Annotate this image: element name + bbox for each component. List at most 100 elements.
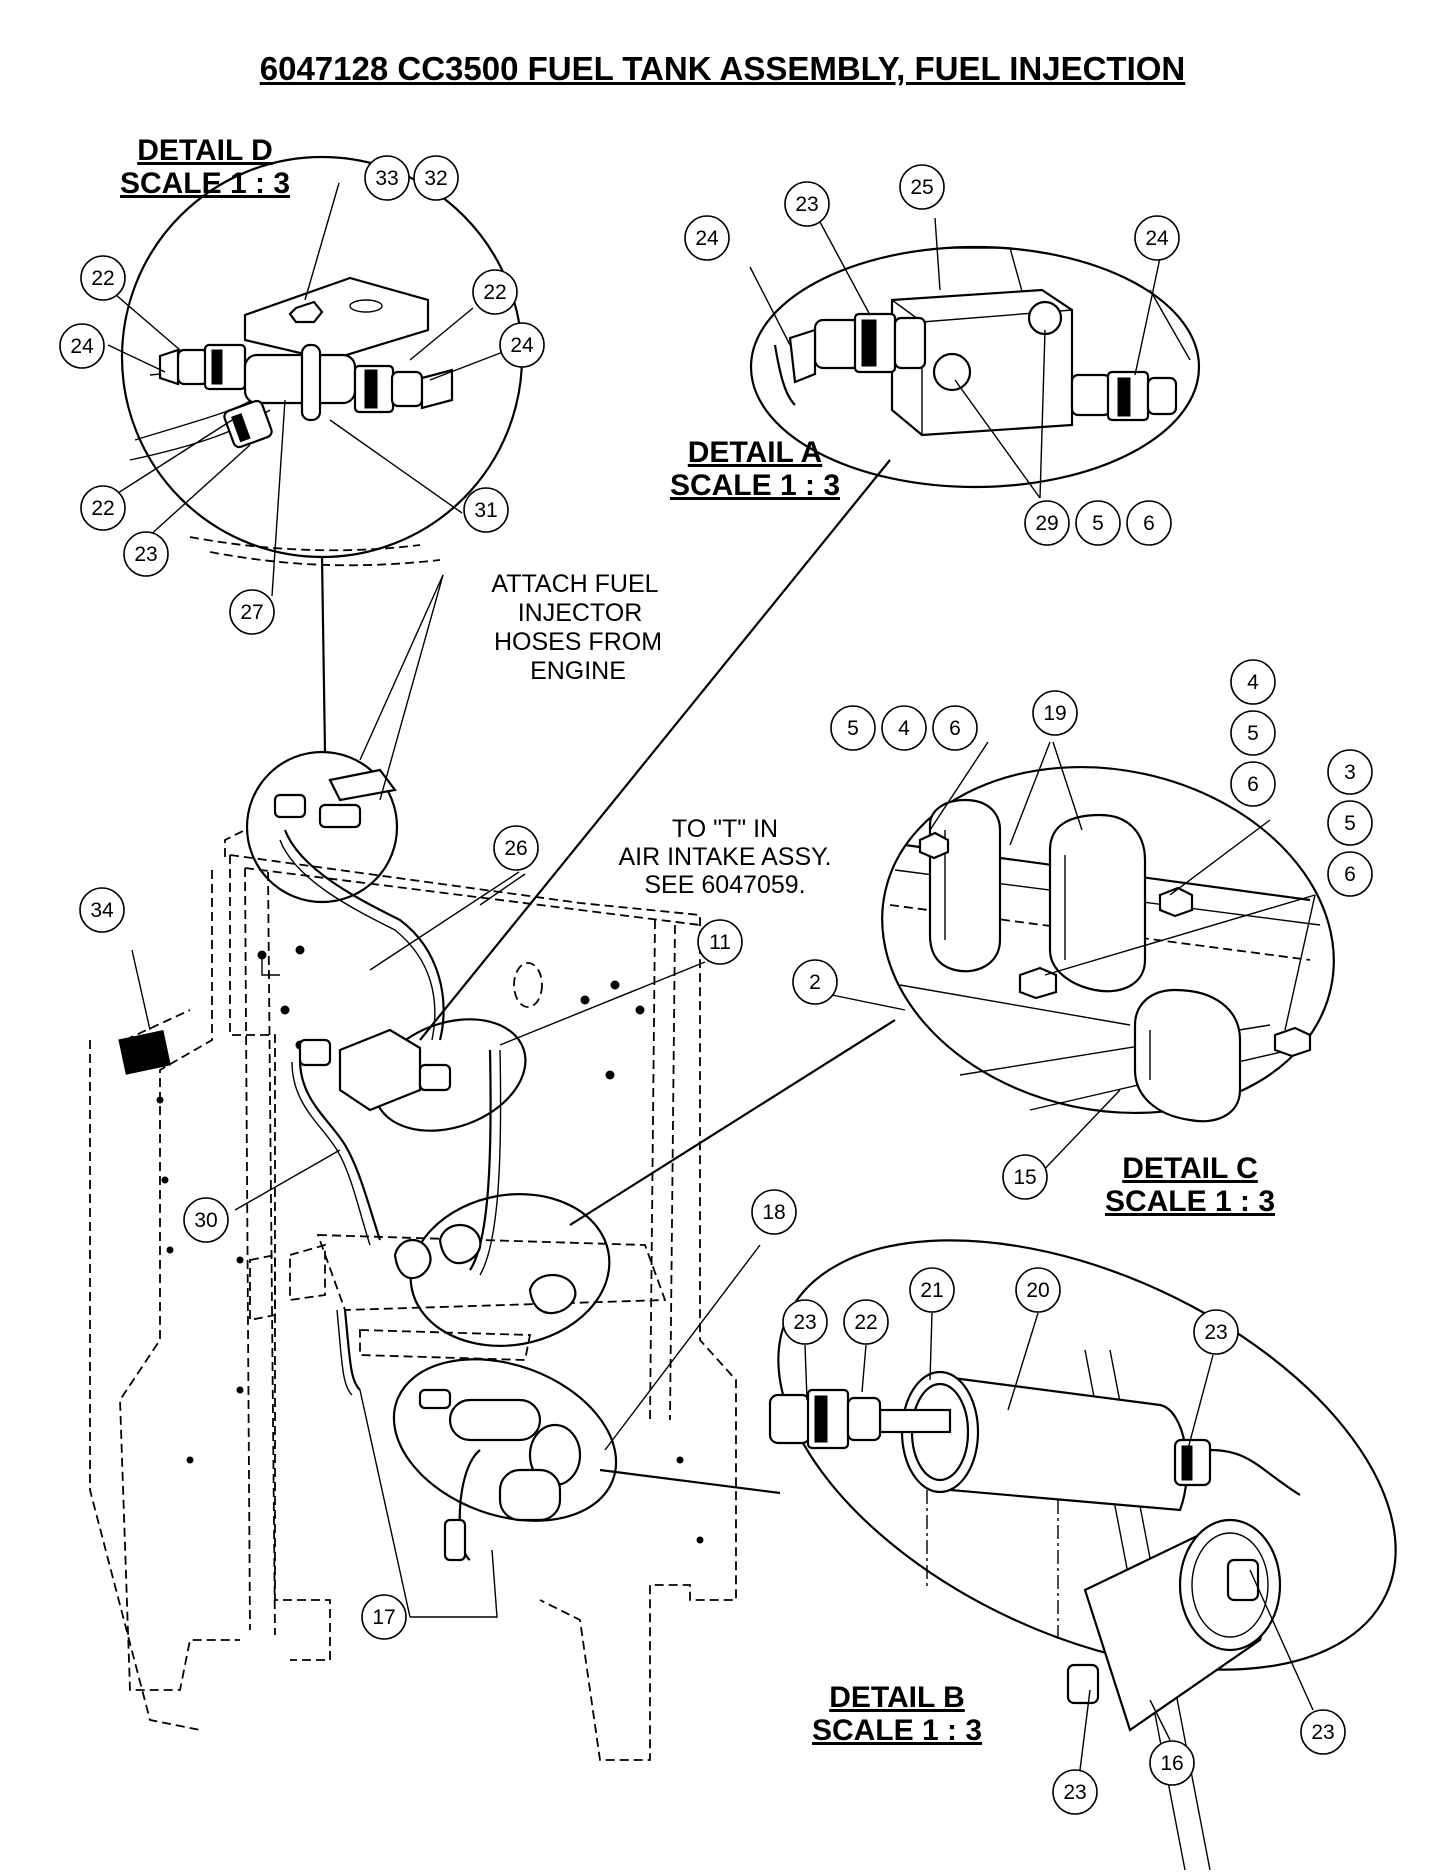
- detail-d-view: [120, 155, 524, 567]
- callout-24: 24: [1134, 215, 1180, 261]
- injector-note-line-1: ATTACH FUEL: [491, 570, 658, 598]
- plug-1: [932, 352, 972, 392]
- svg-text:27: 27: [240, 601, 263, 624]
- injector-note: ATTACH FUEL INJECTOR HOSES FROM ENGINE: [491, 570, 662, 685]
- svg-text:24: 24: [695, 227, 719, 250]
- svg-text:30: 30: [194, 1209, 217, 1232]
- svg-text:4: 4: [1247, 671, 1259, 694]
- main-view-small-parts: [273, 768, 582, 1562]
- callout-33: 33: [364, 155, 410, 201]
- callout-29: 29: [1024, 500, 1070, 546]
- svg-text:16: 16: [1160, 1752, 1183, 1775]
- left-fittings: [773, 312, 927, 406]
- svg-text:2: 2: [809, 971, 821, 994]
- callout-24: 24: [684, 215, 730, 261]
- tank-frame: [89, 829, 737, 1761]
- callout-30: 30: [183, 1197, 229, 1243]
- quick-connect-right: [353, 364, 454, 414]
- callout-20: 20: [1015, 1267, 1061, 1313]
- svg-text:3: 3: [1344, 761, 1356, 784]
- decal: [118, 1029, 171, 1075]
- svg-text:5: 5: [847, 717, 859, 740]
- right-fittings: [1070, 370, 1178, 422]
- callout-6: 6: [1126, 500, 1172, 546]
- callout-15: 15: [1002, 1154, 1048, 1200]
- callout-5: 5: [1230, 710, 1276, 756]
- locknut: [288, 300, 324, 324]
- svg-text:33: 33: [375, 167, 398, 190]
- detail-a-heading: DETAIL A SCALE 1 : 3: [670, 436, 840, 502]
- injector-note-line-2: INJECTOR: [518, 599, 643, 627]
- svg-text:22: 22: [483, 281, 506, 304]
- svg-text:32: 32: [424, 167, 447, 190]
- detail-c-label: DETAIL C: [1122, 1152, 1258, 1185]
- detail-c-boundary: [881, 765, 1335, 1115]
- callout-16: 16: [1149, 1740, 1195, 1786]
- svg-text:19: 19: [1043, 702, 1066, 725]
- callout-24: 24: [499, 322, 545, 368]
- fuel-pump: [878, 1370, 1189, 1512]
- drawing-title: 6047128 CC3500 FUEL TANK ASSEMBLY, FUEL …: [259, 50, 1186, 87]
- strap-clamp-1: [928, 798, 1002, 973]
- svg-text:6: 6: [949, 717, 961, 740]
- svg-text:29: 29: [1035, 512, 1058, 535]
- callout-25: 25: [899, 164, 945, 210]
- svg-text:15: 15: [1013, 1166, 1036, 1189]
- air-intake-note-line-1: TO "T" IN: [672, 815, 778, 843]
- injector-note-line-3: HOSES FROM: [494, 628, 662, 656]
- detail-c-heading: DETAIL C SCALE 1 : 3: [1105, 1152, 1275, 1218]
- callout-23: 23: [1193, 1309, 1239, 1355]
- fuel-filter: [1066, 1518, 1282, 1732]
- injector-note-line-4: ENGINE: [530, 657, 626, 685]
- quick-connect-left: [158, 343, 247, 391]
- callout-22: 22: [472, 269, 518, 315]
- callout-34: 34: [79, 887, 125, 933]
- callout-19: 19: [1032, 690, 1078, 736]
- svg-text:5: 5: [1247, 722, 1259, 745]
- svg-text:24: 24: [70, 335, 94, 358]
- callout-3: 3: [1327, 749, 1373, 795]
- svg-text:34: 34: [90, 899, 114, 922]
- svg-text:31: 31: [474, 499, 497, 522]
- flange-nut-2: [1158, 886, 1194, 918]
- main-fuel-hoses: [279, 829, 502, 1561]
- svg-text:25: 25: [910, 176, 933, 199]
- callout-5: 5: [1075, 500, 1121, 546]
- callout-11: 11: [697, 919, 743, 965]
- svg-text:18: 18: [762, 1201, 785, 1224]
- detail-d-locator: [245, 750, 399, 904]
- callout-bubbles: 33 32 22 24 22 24 22 23 31 27 23 25 24 2…: [59, 155, 1373, 1815]
- svg-text:26: 26: [504, 837, 527, 860]
- detail-a-boundary: [749, 245, 1201, 489]
- fuel-rail-block: [890, 288, 1074, 437]
- svg-text:22: 22: [854, 1311, 877, 1334]
- callout-18: 18: [751, 1189, 797, 1235]
- flange-nut-4: [918, 831, 950, 860]
- svg-text:17: 17: [372, 1606, 395, 1629]
- callout-2: 2: [792, 959, 838, 1005]
- callout-22: 22: [80, 255, 126, 301]
- detail-b-scale: SCALE 1 : 3: [812, 1714, 982, 1747]
- callout-5: 5: [830, 705, 876, 751]
- svg-text:23: 23: [1063, 1781, 1086, 1804]
- leader-lines: [107, 182, 1316, 1771]
- callout-23: 23: [784, 181, 830, 227]
- flange-nut-3: [1273, 1026, 1312, 1058]
- air-intake-note-line-2: AIR INTAKE ASSY.: [618, 843, 831, 871]
- callout-6: 6: [1327, 851, 1373, 897]
- svg-text:23: 23: [134, 543, 157, 566]
- strap-clamp-2: [1048, 813, 1147, 993]
- svg-text:5: 5: [1092, 512, 1104, 535]
- svg-text:21: 21: [920, 1279, 943, 1302]
- detail-a-label: DETAIL A: [688, 436, 822, 469]
- detail-c-view: [881, 765, 1335, 1123]
- svg-text:23: 23: [795, 193, 818, 216]
- detail-a-view: [749, 245, 1201, 489]
- tee-fitting-body: [243, 353, 357, 405]
- callout-26: 26: [493, 825, 539, 871]
- svg-text:20: 20: [1026, 1279, 1049, 1302]
- mounting-bracket: [243, 276, 430, 362]
- callout-4: 4: [1230, 659, 1276, 705]
